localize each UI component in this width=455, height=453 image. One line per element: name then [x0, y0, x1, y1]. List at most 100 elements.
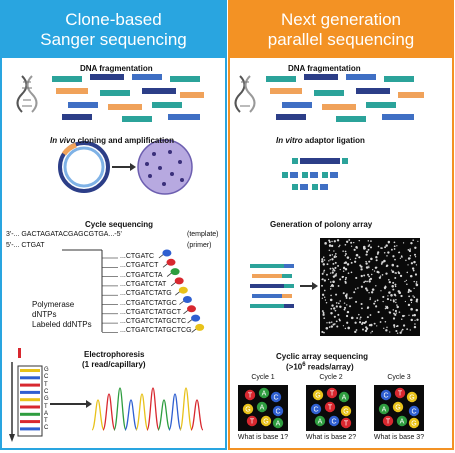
polony-dot [402, 242, 405, 244]
polony-dot [396, 304, 398, 306]
polony-dot [335, 273, 338, 275]
ngs-step-cyclic: Cyclic array sequencing [276, 352, 369, 361]
polony-dot [328, 260, 330, 262]
polony-dot [394, 313, 397, 316]
polony-dot [411, 314, 414, 317]
gel-band [20, 390, 40, 394]
polony-dot [358, 256, 361, 259]
polony-dot [344, 294, 348, 298]
polony-dot [329, 288, 332, 290]
ddntp-label-dot [170, 268, 180, 276]
gel-band [20, 383, 40, 387]
polony-base-spot [314, 415, 326, 427]
polony-dot [344, 243, 347, 246]
polony-dot [343, 308, 346, 311]
template-label: (template) [187, 231, 219, 238]
trace-peak [168, 393, 182, 431]
polony-dot [409, 257, 411, 260]
polony-dot [368, 280, 371, 283]
polony-dot [355, 300, 358, 303]
polony-dot [392, 288, 395, 291]
polony-dot [394, 283, 397, 286]
polony-dot [380, 290, 382, 292]
polony-dot [366, 289, 369, 292]
polony-base-letter: G [411, 421, 416, 428]
polony-dot [410, 301, 413, 304]
polony-dot [370, 257, 373, 261]
trace-peak [124, 399, 138, 431]
polony-dot [399, 274, 403, 278]
polony-base-spot [340, 417, 352, 429]
polony-dot [348, 239, 351, 241]
polony-dot [413, 296, 416, 299]
polony-dot [393, 325, 396, 328]
polony-dot [361, 328, 365, 331]
polony-dot [350, 241, 353, 244]
polony-base-spot [244, 389, 256, 401]
cycle-label: Cycle 2 [319, 374, 343, 381]
polony-dot [328, 244, 332, 247]
polony-dot [375, 305, 378, 308]
polony-dot [378, 276, 382, 279]
polony-dot [346, 321, 349, 324]
polony-dot [377, 245, 380, 248]
polony-base-spot [270, 391, 282, 403]
polony-dot [323, 259, 326, 261]
polony-dot [383, 252, 386, 254]
polony-dot [370, 240, 372, 242]
polony-base-letter: C [313, 407, 318, 414]
polony-base-letter: T [398, 391, 403, 398]
polony-dot [350, 271, 353, 274]
polony-dot [370, 273, 373, 276]
polony-dot [390, 248, 393, 251]
polony-dot [414, 246, 417, 249]
polony-dot [376, 270, 379, 274]
polony-dot [329, 259, 331, 261]
polony-dot [333, 240, 336, 243]
polony-dot [355, 276, 358, 280]
cycle-label: Cycle 1 [251, 374, 275, 381]
polony-dot [370, 323, 373, 327]
polony-dot [351, 297, 353, 299]
polony-dot [410, 262, 414, 265]
polony-dot [344, 281, 347, 284]
extension-product: ...CTGATCTATG [120, 290, 172, 298]
polony-dot [325, 302, 328, 304]
gel-band [20, 427, 40, 431]
polony-dot [385, 306, 388, 308]
polony-dot [415, 282, 417, 285]
trace-peak [135, 393, 149, 431]
gel-base-label: C [44, 425, 49, 432]
cycle-question: What is base 1? [237, 434, 289, 441]
polony-dot [388, 311, 392, 314]
polony-dot [344, 278, 347, 281]
polony-dot [415, 300, 418, 303]
polony-dot [395, 312, 397, 314]
polony-base-letter: A [342, 395, 347, 402]
polony-dot [349, 305, 352, 308]
polony-dot [375, 259, 378, 262]
polony-dot [362, 245, 366, 249]
polony-dot [334, 254, 336, 257]
trace-peak [102, 393, 116, 431]
polony-dot [400, 294, 403, 298]
plasmid-icon [58, 141, 110, 193]
dna-fragments [52, 74, 204, 122]
polony-dot [375, 285, 377, 287]
polony-dot [388, 280, 391, 284]
polony-dot [411, 267, 415, 270]
polony-base-letter: C [383, 393, 388, 400]
dna-helix-icon [234, 75, 256, 113]
polony-dot [387, 251, 390, 254]
polony-dot [412, 269, 415, 272]
polony-dot [321, 297, 324, 299]
polony-dot [388, 278, 390, 281]
polony-dot [409, 274, 413, 278]
polony-dot [391, 263, 395, 267]
polony-dot [345, 297, 348, 299]
polony-dot [343, 262, 346, 265]
polony-base-spot [406, 391, 418, 403]
polony-dot [321, 284, 323, 287]
polony-dot [342, 250, 344, 252]
polony-dot [415, 283, 419, 287]
